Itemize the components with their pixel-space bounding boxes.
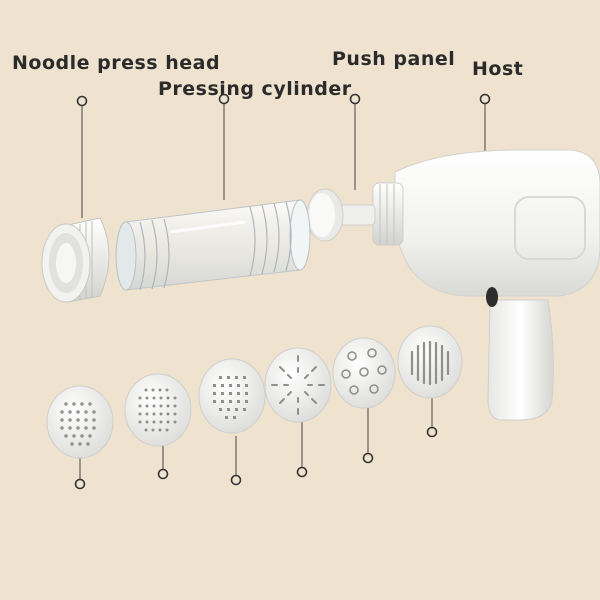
- disc-2: [124, 373, 192, 447]
- label-push-panel: Push panel: [332, 48, 456, 70]
- push-panel: [306, 188, 344, 242]
- power-button: [486, 287, 498, 307]
- marker-disc-3: [230, 474, 242, 486]
- disc-5: [332, 337, 396, 409]
- label-noodle-press-head: Noodle press head: [12, 52, 221, 74]
- disc-6: [397, 325, 463, 399]
- leader-lines: [79, 104, 486, 482]
- marker-disc-5: [362, 452, 374, 464]
- marker-pressing-cylinder: [218, 93, 230, 105]
- marker-push-panel: [349, 93, 361, 105]
- host-device: [334, 149, 600, 421]
- pressing-cylinder: [115, 199, 311, 291]
- marker-disc-2: [157, 468, 169, 480]
- label-pressing-cylinder: Pressing cylinder: [158, 78, 352, 100]
- disc-4: [264, 347, 332, 423]
- label-host: Host: [472, 58, 524, 80]
- marker-host: [479, 93, 491, 105]
- disc-1: [46, 385, 114, 459]
- marker-disc-4: [296, 466, 308, 478]
- disc-3: [198, 358, 266, 434]
- marker-circles: [74, 93, 491, 490]
- marker-disc-6: [426, 426, 438, 438]
- marker-disc-1: [74, 478, 86, 490]
- marker-noodle-press-head: [76, 95, 88, 107]
- noodle-press-head: [41, 217, 110, 303]
